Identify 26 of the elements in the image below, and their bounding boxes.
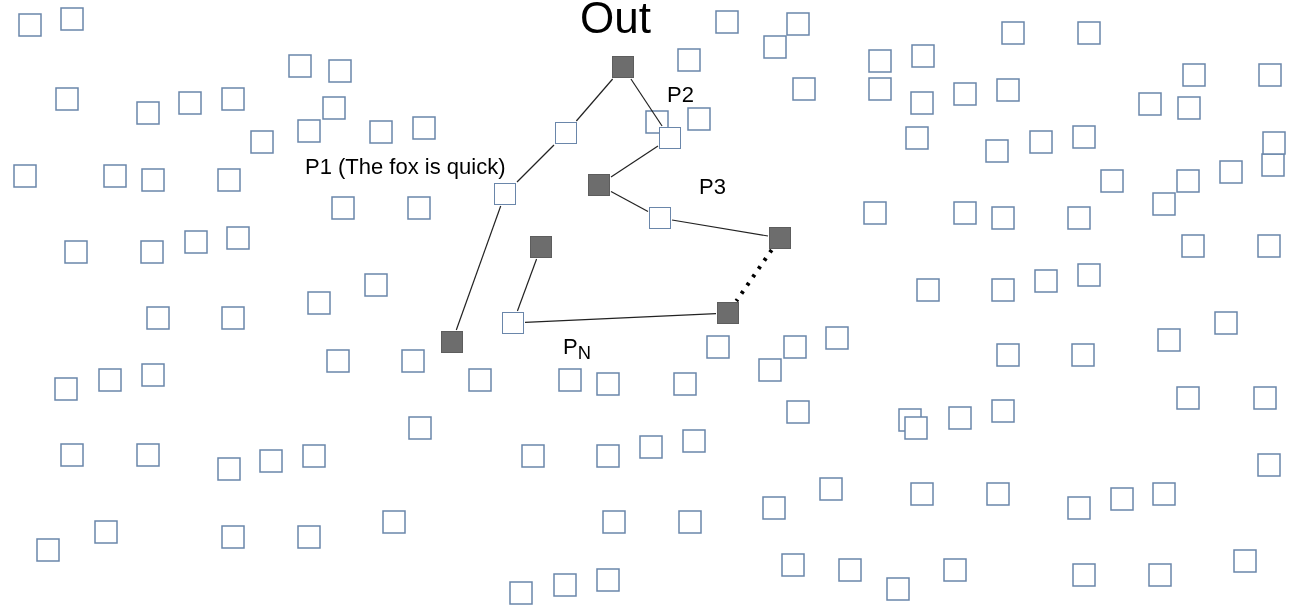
dotted-connector (734, 248, 774, 303)
filled-path-square (769, 227, 791, 249)
path-label: P1 (The fox is quick) (305, 156, 506, 178)
path-label: P2 (667, 84, 694, 106)
connector-line (516, 144, 555, 183)
connector-line (671, 219, 769, 237)
path-square (649, 207, 671, 229)
connector-line (524, 312, 717, 324)
filled-path-square (717, 302, 739, 324)
filled-path-square (530, 236, 552, 258)
connector-line (455, 205, 502, 331)
filled-path-square (441, 331, 463, 353)
connector-line (516, 258, 538, 312)
title: Out (580, 0, 651, 43)
path-square (659, 127, 681, 149)
path-square (502, 312, 524, 334)
path-label: P3 (699, 176, 726, 198)
path-square (555, 122, 577, 144)
filled-path-square (612, 56, 634, 78)
path-label: P$_{N}$ (563, 336, 591, 363)
connector-line (575, 78, 614, 122)
connector-line (610, 145, 659, 178)
filled-path-square (588, 174, 610, 196)
path-square (494, 183, 516, 205)
connector-line (610, 190, 649, 213)
connector-line (630, 78, 663, 127)
